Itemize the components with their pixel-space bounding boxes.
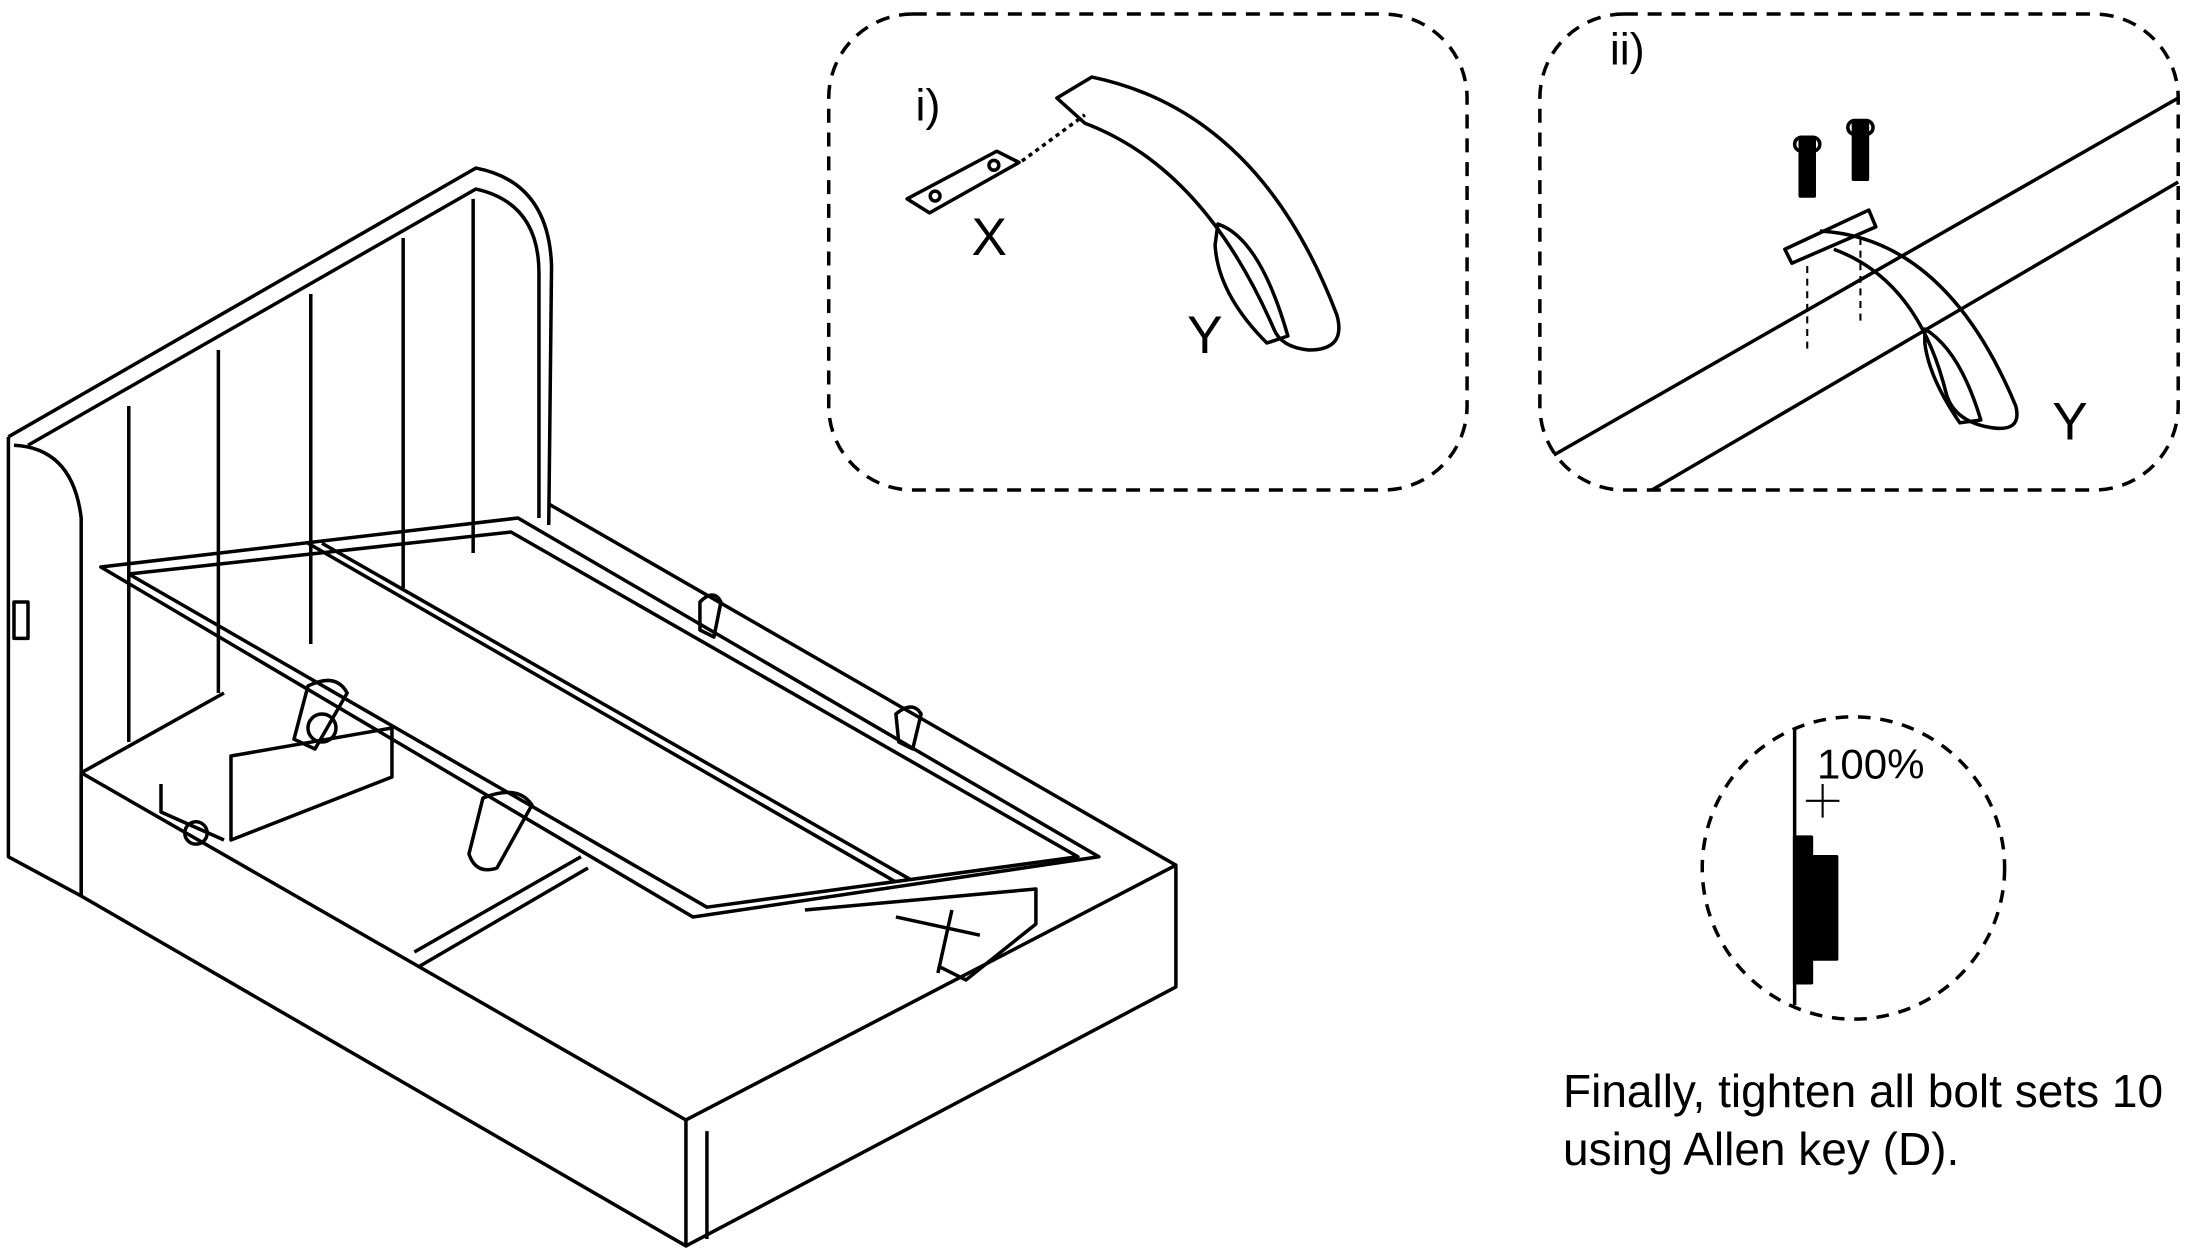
part-y-label: Y	[1187, 306, 1222, 365]
caption-line-2: using Allen key (D).	[1563, 1123, 1960, 1175]
step-panel-i: i) X Y	[826, 12, 1469, 492]
tightness-label: 100%	[1817, 740, 1924, 787]
panel-i-label: i)	[916, 80, 941, 130]
instruction-caption: Finally, tighten all bolt sets 10 using …	[1563, 1062, 2163, 1178]
step-panel-ii: ii) Y	[1538, 12, 2180, 492]
part-y-label-ii: Y	[2052, 393, 2087, 452]
caption-line-1: Finally, tighten all bolt sets 10	[1563, 1065, 2164, 1117]
part-x-label: X	[972, 208, 1007, 267]
tightness-detail: 100%	[1700, 715, 2007, 1021]
bed-illustration	[6, 166, 1178, 1248]
panel-ii-label: ii)	[1610, 24, 1645, 74]
